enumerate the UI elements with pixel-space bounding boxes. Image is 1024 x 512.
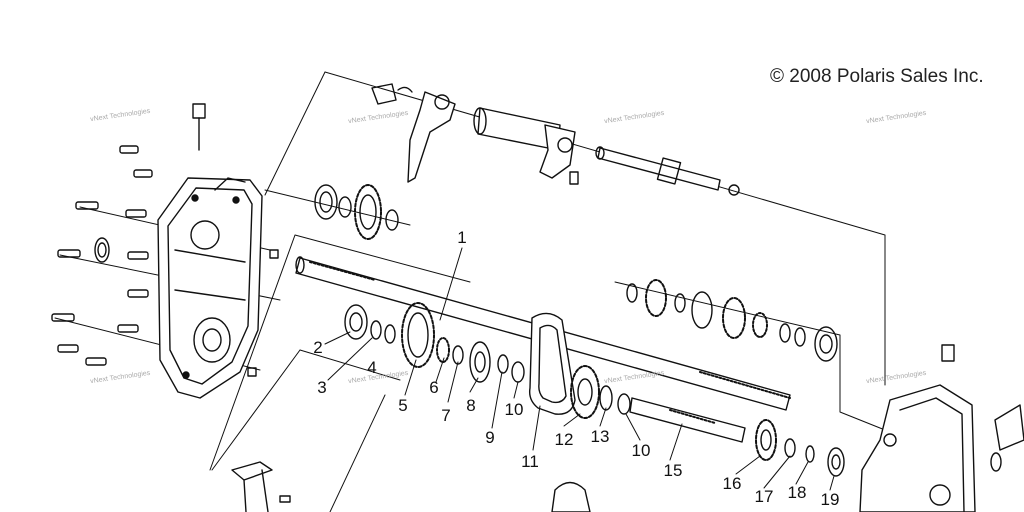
callout-12: 12 bbox=[554, 430, 574, 449]
callout-2: 2 bbox=[313, 338, 323, 357]
right-case-housing bbox=[859, 344, 1024, 512]
copyright-notice: © 2008 Polaris Sales Inc. bbox=[770, 66, 984, 87]
shift-shaft bbox=[595, 146, 740, 196]
shift-fork-assembly bbox=[371, 83, 579, 185]
callout-10: 10 bbox=[504, 400, 524, 419]
callout-5: 5 bbox=[398, 396, 408, 415]
countershaft bbox=[570, 365, 845, 477]
callout-18: 18 bbox=[787, 483, 807, 502]
upper-gear-set bbox=[314, 184, 399, 240]
callout-10-b: 10 bbox=[631, 441, 651, 460]
callout-17: 17 bbox=[754, 487, 774, 506]
callout-7: 7 bbox=[441, 406, 451, 425]
callout-leaders bbox=[324, 247, 835, 491]
callout-1: 1 bbox=[457, 228, 467, 247]
callout-13: 13 bbox=[590, 427, 610, 446]
callout-9: 9 bbox=[485, 428, 495, 447]
oil-seal bbox=[94, 237, 110, 263]
callout-3: 3 bbox=[317, 378, 327, 397]
callout-8: 8 bbox=[466, 396, 476, 415]
callout-15: 15 bbox=[663, 461, 683, 480]
callout-6: 6 bbox=[429, 378, 439, 397]
drive-chain bbox=[528, 312, 576, 415]
right-gear-set bbox=[626, 279, 838, 362]
callout-11: 11 bbox=[521, 452, 539, 471]
callout-19: 19 bbox=[820, 490, 840, 509]
left-case-housing bbox=[157, 177, 263, 399]
case-bolts bbox=[51, 103, 279, 377]
callout-4: 4 bbox=[367, 358, 377, 377]
callout-16: 16 bbox=[722, 474, 742, 493]
lower-bracket bbox=[231, 461, 591, 512]
